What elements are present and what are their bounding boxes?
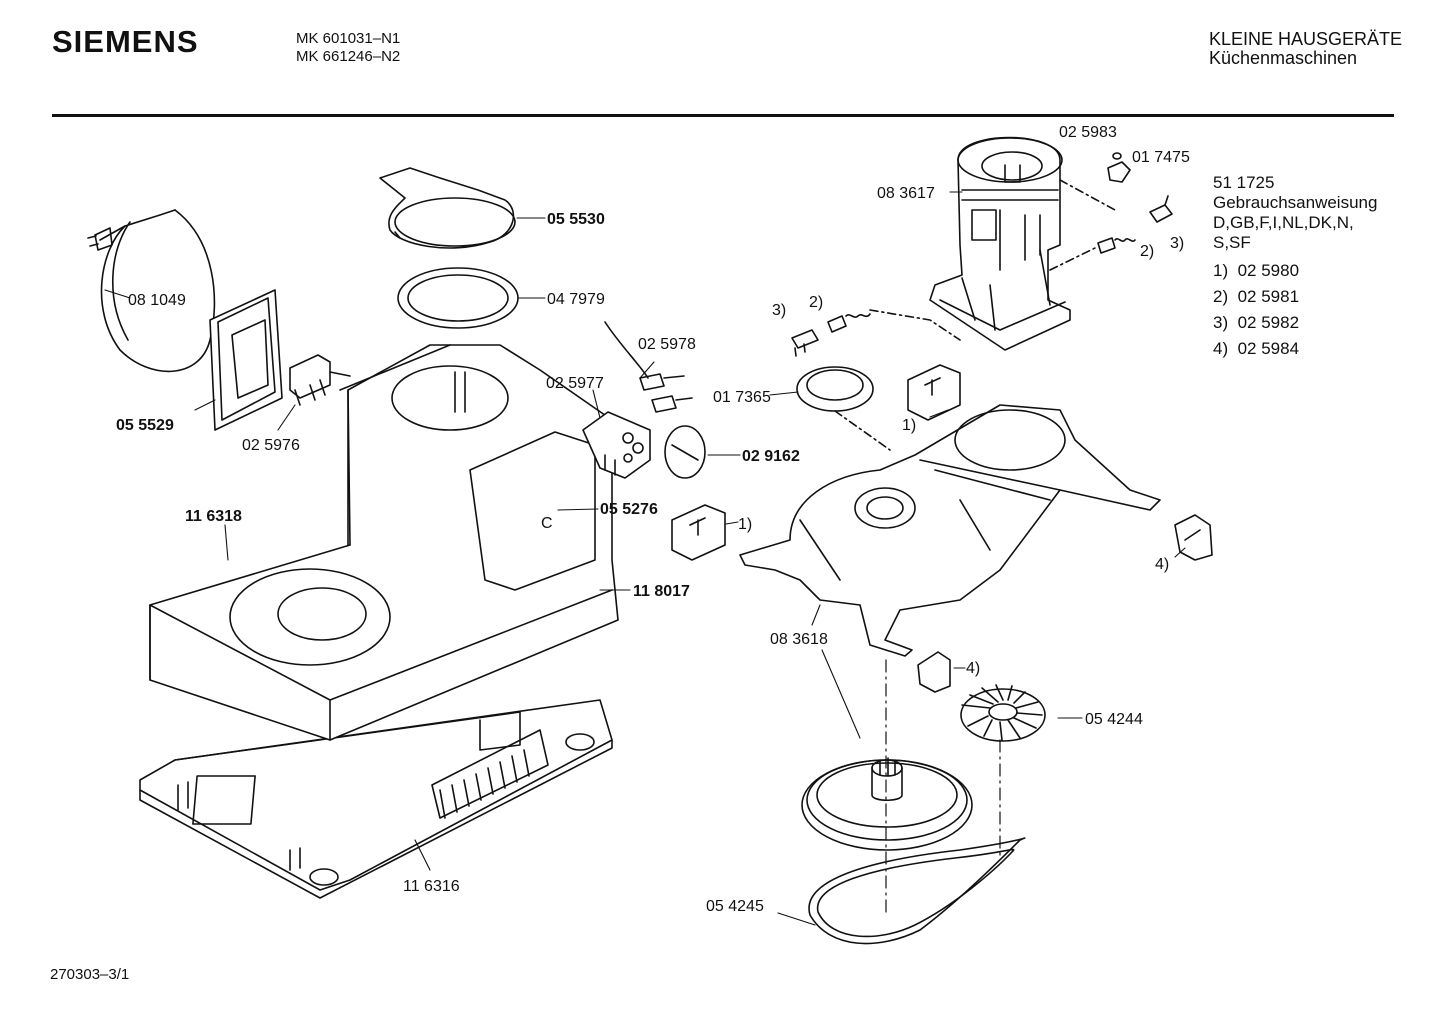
- header-divider: [52, 114, 1394, 117]
- knob-drawing: [664, 425, 706, 479]
- part-4-right-drawing: [1174, 514, 1213, 561]
- lid-drawing: [379, 167, 516, 249]
- label-083617: 08 3617: [877, 185, 935, 202]
- brush-parts-left-drawing: [791, 309, 961, 357]
- part-labels: 08 1049 05 5529 02 5976 11 6318 05 5530 …: [116, 124, 1190, 915]
- switch-plate-drawing: [209, 289, 283, 431]
- base-plate-drawing: [139, 699, 613, 899]
- legend-row: 2) 02 5981: [1213, 287, 1300, 306]
- callout-4-lower: 4): [966, 660, 980, 677]
- label-025978: 02 5978: [638, 336, 696, 353]
- drive-belt-drawing: [808, 837, 1026, 945]
- part-1-lower-drawing: [671, 504, 726, 561]
- label-054244: 05 4244: [1085, 711, 1143, 728]
- model-number-2: MK 661246–N2: [296, 48, 401, 65]
- callout-3-left: 3): [772, 302, 786, 319]
- manual-number: 51 1725: [1213, 173, 1275, 192]
- callout-1-upper: 1): [902, 417, 916, 434]
- motor-drawing: [929, 136, 1071, 351]
- callout-2-right: 2): [1140, 243, 1154, 260]
- label-118017: 11 8017: [633, 583, 690, 600]
- label-055530: 05 5530: [547, 211, 605, 228]
- legend-row: 3) 02 5982: [1213, 313, 1300, 332]
- document-id: 270303–3/1: [50, 966, 130, 983]
- label-055529: 05 5529: [116, 417, 174, 434]
- label-047979: 04 7979: [547, 291, 605, 308]
- gear-housing-drawing: [739, 404, 1161, 657]
- seal-ring-drawing: [397, 267, 519, 329]
- model-number-1: MK 601031–N1: [296, 30, 401, 47]
- category-line-2: Küchenmaschinen: [1208, 48, 1358, 68]
- legend-row: 4) 02 5984: [1213, 339, 1300, 358]
- legend-row: 1) 02 5980: [1213, 261, 1300, 280]
- label-017475: 01 7475: [1132, 149, 1190, 166]
- label-116318: 11 6318: [185, 508, 242, 525]
- part-4-lower-drawing: [917, 651, 951, 693]
- callout-4-right: 4): [1155, 556, 1169, 573]
- housing-drawing: C: [149, 344, 619, 741]
- label-116316: 11 6316: [403, 878, 460, 895]
- component-025976-drawing: [289, 354, 351, 406]
- callout-2-left: 2): [809, 294, 823, 311]
- assembly-axis-lines: [885, 659, 1001, 916]
- leader-lines: [104, 191, 1186, 926]
- callout-3-right: 3): [1170, 235, 1184, 252]
- label-081049: 08 1049: [128, 292, 186, 309]
- label-025983: 02 5983: [1059, 124, 1117, 141]
- brand-logo: SIEMENS: [52, 24, 199, 59]
- callout-1-lower: 1): [738, 516, 752, 533]
- legend-rows: 1) 02 5980 2) 02 5981 3) 02 5982 4) 02 5…: [1213, 261, 1377, 359]
- manual-title: Gebrauchsanweisung: [1213, 193, 1378, 212]
- label-017365: 01 7365: [713, 389, 771, 406]
- part-1-upper-drawing: [907, 364, 961, 421]
- switch-025977-drawing: [582, 321, 693, 479]
- category: KLEINE HAUSGERÄTE Küchenmaschinen: [1209, 30, 1402, 68]
- manual-languages-2: S,SF: [1213, 233, 1251, 252]
- legend: 51 1725 Gebrauchsanweisung D,GB,F,I,NL,D…: [1213, 173, 1377, 359]
- label-025977: 02 5977: [546, 375, 604, 392]
- label-054245: 05 4245: [706, 898, 764, 915]
- label-025976: 02 5976: [242, 437, 300, 454]
- svg-text:C: C: [541, 515, 553, 532]
- fan-drawing: [960, 684, 1046, 742]
- category-line-1: KLEINE HAUSGERÄTE: [1208, 29, 1402, 49]
- bearing-ring-drawing: [796, 366, 891, 451]
- model-numbers: MK 601031–N1 MK 661246–N2: [296, 30, 400, 66]
- pulley-drawing: [801, 757, 973, 851]
- brush-holder-drawing: [1059, 152, 1131, 211]
- label-029162: 02 9162: [742, 448, 800, 465]
- label-083618: 08 3618: [770, 631, 828, 648]
- manual-languages-1: D,GB,F,I,NL,DK,N,: [1213, 213, 1354, 232]
- brush-parts-upper-drawing: [1049, 195, 1173, 271]
- power-cord-drawing: [87, 209, 216, 373]
- label-055276: 05 5276: [600, 501, 658, 518]
